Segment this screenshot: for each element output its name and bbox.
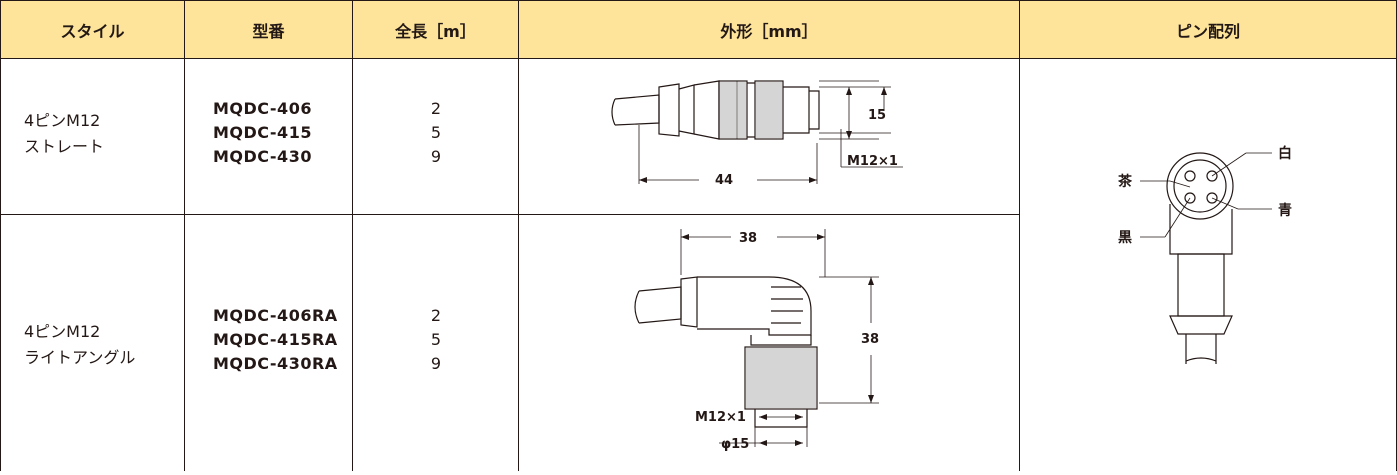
row2-model-cell: MQDC-406RA MQDC-415RA MQDC-430RA [185,215,353,471]
header-style: スタイル [0,0,185,59]
row1-model-cell: MQDC-406 MQDC-415 MQDC-430 [185,59,353,215]
row2-model-1: MQDC-406RA [213,306,338,325]
header-pinout: ピン配列 [1020,0,1397,59]
row2-length-1: 2 [430,306,442,325]
dim-thread-straight: M12×1 [847,154,898,169]
row1-outline-cell: 15 44 M12×1 [519,59,1020,215]
row1-style-line2: ストレート [24,137,105,156]
pinout-cell: 白 茶 青 黒 [1020,59,1397,471]
pin-white-label: 白 [1278,145,1292,162]
header-model: 型番 [185,0,353,59]
straight-connector-drawing: 15 44 M12×1 [611,80,903,188]
row2-model-2: MQDC-415RA [213,330,338,349]
dim-length-44: 44 [715,173,733,188]
dim-height-38: 38 [861,332,879,347]
pin-black-label: 黒 [1118,230,1132,246]
row2-length-3: 9 [430,354,442,373]
row2-model-3: MQDC-430RA [213,354,338,373]
dim-height-15: 15 [868,108,886,123]
row2-length-cell: 2 5 9 [353,215,519,471]
row2-style-line2: ライトアングル [24,348,136,367]
table-left-border [0,0,1,471]
dim-thread-right-angle: M12×1 [695,410,746,425]
row1-model-3: MQDC-430 [213,147,312,166]
dim-width-38: 38 [739,231,757,246]
row1-length-3: 9 [430,147,442,166]
row1-model-1: MQDC-406 [213,99,312,118]
row1-length-1: 2 [430,99,442,118]
row1-length-2: 5 [430,123,442,142]
row1-length-cell: 2 5 9 [353,59,519,215]
row2-length-2: 5 [430,330,442,349]
row1-style-line1: 4ピンM12 [24,111,101,130]
row1-model-2: MQDC-415 [213,123,312,142]
pin-blue-label: 青 [1278,202,1292,219]
row2-outline-cell: 38 38 M12×1 φ15 [519,215,1020,471]
pin-brown-label: 茶 [1117,173,1133,190]
right-angle-connector-drawing: 38 38 M12×1 φ15 [634,229,879,452]
header-outline: 外形［mm］ [519,0,1020,59]
row2-style-line1: 4ピンM12 [24,322,101,341]
dim-diameter-15: φ15 [721,437,749,452]
row1-style-cell: 4ピンM12 ストレート [0,59,185,215]
row2-style-cell: 4ピンM12 ライトアングル [0,215,185,471]
header-length: 全長［m］ [353,0,519,59]
pinout-drawing: 白 茶 青 黒 [1117,145,1292,364]
